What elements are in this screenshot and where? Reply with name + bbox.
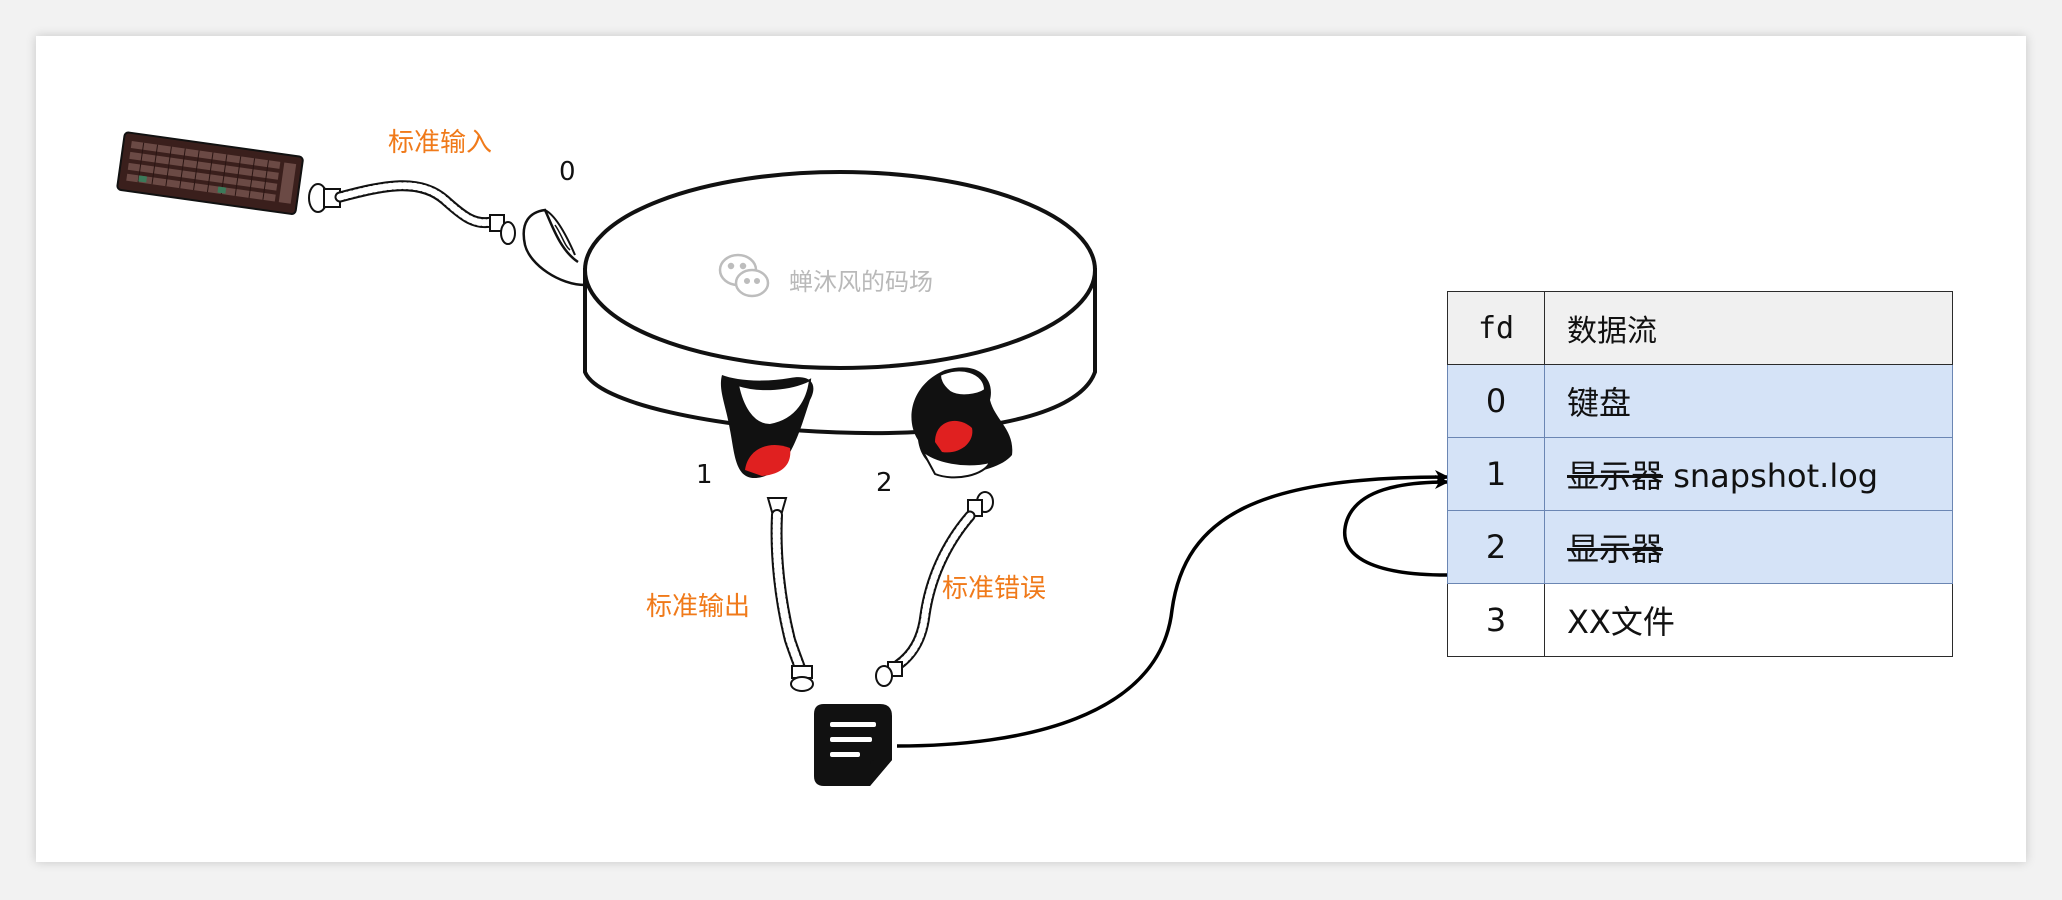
stdin-label: 标准输入 [388, 128, 493, 158]
keyboard-icon [116, 131, 304, 215]
mouth-icon [911, 367, 1013, 479]
stdout-label: 标准输出 [646, 592, 751, 622]
stream-cell: 显示器 [1544, 510, 1953, 584]
fd1-label: 1 [696, 460, 713, 490]
cable-icon [308, 180, 516, 245]
ear-icon [522, 208, 586, 287]
wechat-icon [718, 253, 770, 298]
fd-table: fd 数据流 0 键盘 1 显示器 snapshot.log 2 显示器 3 X… [1447, 291, 1953, 657]
stream-main-struck: 显示器 [1567, 530, 1664, 568]
stream-extra: snapshot.log [1663, 457, 1879, 495]
fd-cell: 3 [1447, 583, 1545, 657]
cable-icon [875, 491, 994, 687]
table-row: 1 显示器 snapshot.log [1447, 437, 1953, 511]
table-row: 0 键盘 [1447, 364, 1953, 438]
stderr-label: 标准错误 [942, 574, 1047, 604]
table-header-row: fd 数据流 [1447, 291, 1953, 365]
table-row: 3 XX文件 [1447, 583, 1953, 657]
process-disk [583, 170, 1097, 436]
loop-arrow [1343, 475, 1449, 577]
stream-main: XX文件 [1567, 603, 1675, 641]
fd-cell: 1 [1447, 437, 1545, 511]
watermark-text: 蝉沐风的码场 [789, 268, 933, 296]
mouth-icon [720, 375, 814, 479]
stream-cell: XX文件 [1544, 583, 1953, 657]
table-row: 2 显示器 [1447, 510, 1953, 584]
stream-main-struck: 显示器 [1567, 457, 1664, 495]
fd-cell: 0 [1447, 364, 1545, 438]
redirect-arrow [896, 470, 1449, 748]
stream-cell: 键盘 [1544, 364, 1953, 438]
fd-cell: 2 [1447, 510, 1545, 584]
header-stream: 数据流 [1544, 291, 1953, 365]
stream-main: 键盘 [1567, 384, 1632, 422]
stream-cell: 显示器 snapshot.log [1544, 437, 1953, 511]
fd0-label: 0 [559, 157, 576, 187]
header-fd: fd [1447, 291, 1545, 365]
file-icon [814, 704, 892, 786]
fd2-label: 2 [876, 468, 893, 498]
cable-icon [766, 497, 814, 692]
